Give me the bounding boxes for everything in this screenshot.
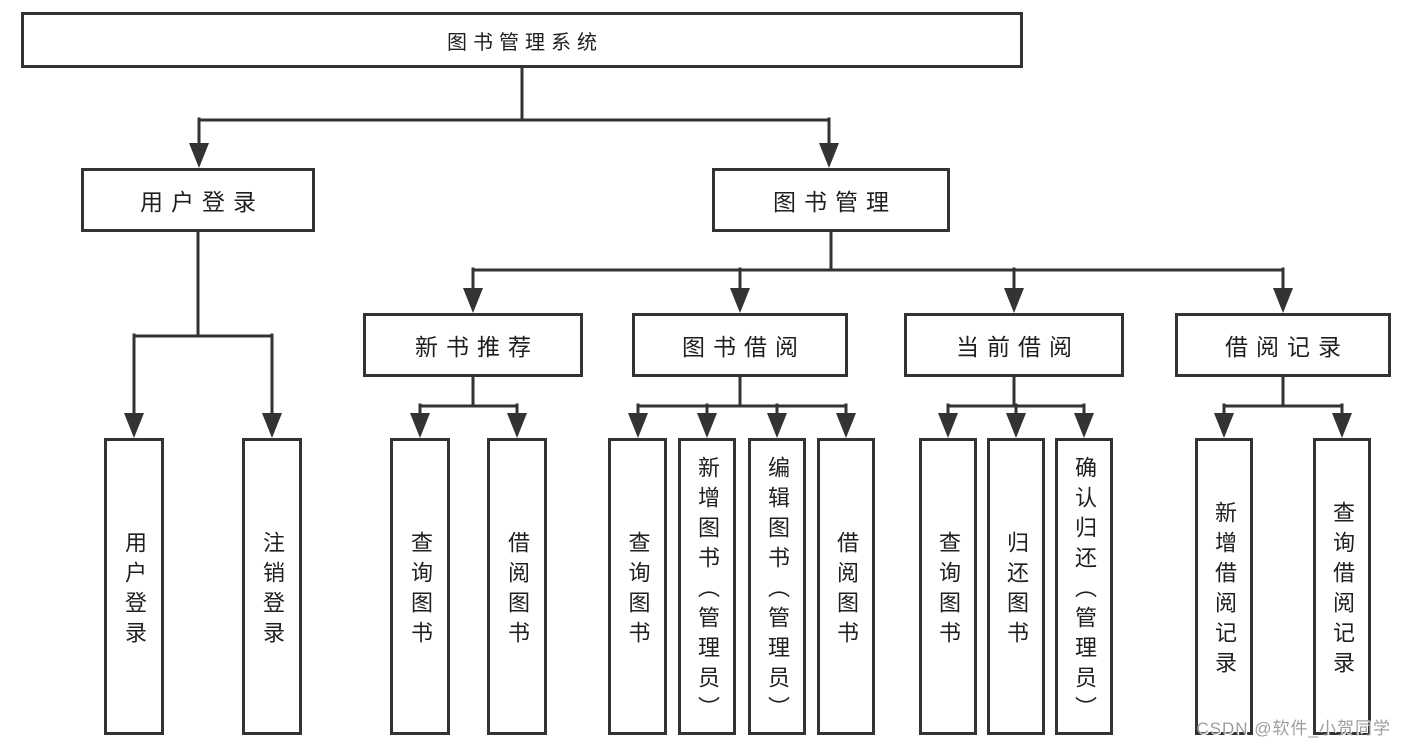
node-user-login-label: 用户登录: [140, 189, 264, 215]
node-book-borrow-label: 图书借阅: [682, 334, 806, 360]
leaf-add-book-admin: 新增图书（管理员）: [678, 438, 736, 735]
leaf-borrow-books-1: 借阅图书: [487, 438, 547, 735]
leaf-logout-label: 注销登录: [260, 530, 285, 651]
leaf-add-borrow-record: 新增借阅记录: [1195, 438, 1253, 735]
leaf-borrow-books-2-label: 借阅图书: [834, 530, 859, 651]
leaf-confirm-return-admin: 确认归还（管理员）: [1055, 438, 1113, 735]
leaf-confirm-return-admin-label: 确认归还（管理员）: [1072, 455, 1097, 726]
node-user-login: 用户登录: [81, 168, 315, 232]
node-new-book-recommend-label: 新书推荐: [415, 334, 539, 360]
node-borrow-records: 借阅记录: [1175, 313, 1391, 377]
csdn-watermark: CSDN @软件_小贺同学: [1196, 719, 1391, 738]
node-root-system: 图书管理系统: [21, 12, 1023, 68]
leaf-query-books-3: 查询图书: [919, 438, 977, 735]
node-book-management: 图书管理: [712, 168, 950, 232]
leaf-user-login-label: 用户登录: [122, 530, 147, 651]
leaf-query-borrow-record: 查询借阅记录: [1313, 438, 1371, 735]
node-book-management-label: 图书管理: [773, 189, 897, 215]
node-new-book-recommend: 新书推荐: [363, 313, 583, 377]
leaf-query-books-1-label: 查询图书: [408, 530, 433, 651]
leaf-query-books-2-label: 查询图书: [625, 530, 651, 651]
leaf-add-book-admin-label: 新增图书（管理员）: [695, 455, 720, 726]
node-book-borrow: 图书借阅: [632, 313, 848, 377]
leaf-query-books-1: 查询图书: [390, 438, 450, 735]
leaf-edit-book-admin: 编辑图书（管理员）: [748, 438, 806, 735]
leaf-query-books-2: 查询图书: [608, 438, 667, 735]
leaf-borrow-books-1-label: 借阅图书: [505, 530, 530, 651]
leaf-user-login: 用户登录: [104, 438, 164, 735]
leaf-query-borrow-record-label: 查询借阅记录: [1330, 500, 1355, 681]
leaf-return-book: 归还图书: [987, 438, 1045, 735]
leaf-logout: 注销登录: [242, 438, 302, 735]
leaf-add-borrow-record-label: 新增借阅记录: [1212, 500, 1237, 681]
node-current-borrow: 当前借阅: [904, 313, 1124, 377]
leaf-query-books-3-label: 查询图书: [936, 530, 961, 651]
leaf-return-book-label: 归还图书: [1004, 530, 1029, 651]
node-root-label: 图书管理系统: [447, 31, 603, 54]
node-borrow-records-label: 借阅记录: [1225, 334, 1349, 360]
leaf-edit-book-admin-label: 编辑图书（管理员）: [765, 455, 790, 726]
node-current-borrow-label: 当前借阅: [956, 334, 1080, 360]
leaf-borrow-books-2: 借阅图书: [817, 438, 875, 735]
